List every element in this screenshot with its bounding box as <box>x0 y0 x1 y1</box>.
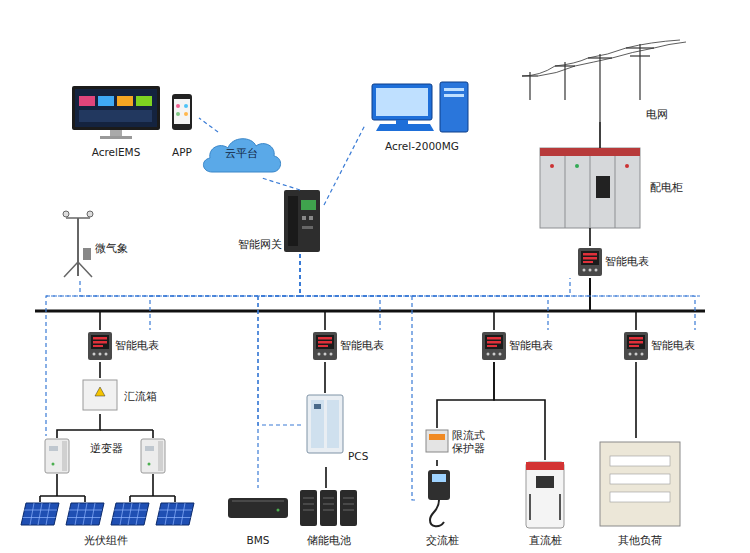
comm-line <box>46 254 300 436</box>
comm-line <box>150 254 300 330</box>
comm-line <box>300 254 418 500</box>
monitor-node: AcrelEMS <box>68 84 164 160</box>
weather-node: 微气象 <box>55 208 131 278</box>
device-label: 配电柜 <box>650 181 683 194</box>
power-line <box>494 362 545 460</box>
power-line <box>57 414 100 436</box>
comm-line <box>300 254 548 330</box>
phone-node: APP <box>165 88 199 160</box>
device-label: 电网 <box>646 108 668 121</box>
power-line <box>494 278 590 330</box>
power-line <box>436 460 438 466</box>
protector-node: 限流式 保护器 <box>423 428 499 460</box>
device-label: 逆变器 <box>90 442 123 455</box>
bms-node: BMS <box>224 488 294 550</box>
comm-line <box>199 118 218 132</box>
dc-charger-node: 直流桩 <box>518 460 574 550</box>
device-label: 汇流箱 <box>124 390 157 403</box>
power-line <box>437 362 494 428</box>
ac-charger-node: 交流桩 <box>418 466 466 550</box>
comm-line <box>300 254 380 330</box>
device-label: Acrel-2000MG <box>385 140 459 153</box>
power-line <box>635 362 637 438</box>
meter-node: 智能电表 <box>565 246 657 278</box>
power-line <box>325 467 327 488</box>
power-line <box>590 278 636 330</box>
device-label: 智能电表 <box>605 255 649 268</box>
meter-node: 智能电表 <box>621 330 705 362</box>
device-label: 直流桩 <box>529 534 562 547</box>
computer-node: Acrel-2000MG <box>365 80 480 156</box>
device-label: 智能网关 <box>238 238 282 251</box>
power-line <box>324 362 326 393</box>
combiner-node: 汇流箱 <box>80 378 168 414</box>
grid-node: 电网 <box>518 36 690 122</box>
device-label: 储能电池 <box>307 534 351 547</box>
inverter-node: 逆变器 <box>38 436 174 480</box>
pv-array-node: 光伏组件 <box>18 492 194 550</box>
battery-node: 储能电池 <box>296 488 362 550</box>
device-label: 智能电表 <box>651 339 695 352</box>
power-line <box>99 362 101 378</box>
cloud-label: 云平台 <box>225 147 258 160</box>
comm-line <box>258 254 304 425</box>
power-line <box>56 480 58 492</box>
power-line <box>599 122 601 148</box>
comm-line <box>324 125 365 205</box>
device-label: 智能电表 <box>340 339 384 352</box>
power-line <box>325 278 590 330</box>
device-label: AcrelEMS <box>92 146 141 159</box>
comm-line <box>300 254 695 330</box>
device-label: APP <box>172 146 192 159</box>
power-line <box>589 228 591 246</box>
device-label: 交流桩 <box>426 534 459 547</box>
cabinet-node: 配电柜 <box>538 148 690 228</box>
meter-node: 智能电表 <box>85 330 167 362</box>
load-cabinet-node: 其他负荷 <box>596 438 684 550</box>
comm-line <box>262 178 300 190</box>
comm-line <box>300 254 570 296</box>
device-label: 光伏组件 <box>84 534 128 547</box>
comm-line <box>258 254 300 488</box>
device-label: BMS <box>247 534 270 547</box>
device-label: 限流式 保护器 <box>452 429 487 454</box>
device-label: 其他负荷 <box>618 534 662 547</box>
pcs-node: PCS <box>304 393 374 467</box>
device-label: 智能电表 <box>509 339 553 352</box>
device-label: 智能电表 <box>115 339 159 352</box>
meter-node: 智能电表 <box>310 330 394 362</box>
gateway-node: 智能网关 <box>236 190 324 254</box>
device-label: PCS <box>348 450 368 463</box>
meter-node: 智能电表 <box>479 330 561 362</box>
power-line <box>100 278 590 330</box>
cloud-node: 云平台 <box>198 132 284 178</box>
device-label: 微气象 <box>95 242 128 255</box>
comm-line <box>80 254 300 296</box>
